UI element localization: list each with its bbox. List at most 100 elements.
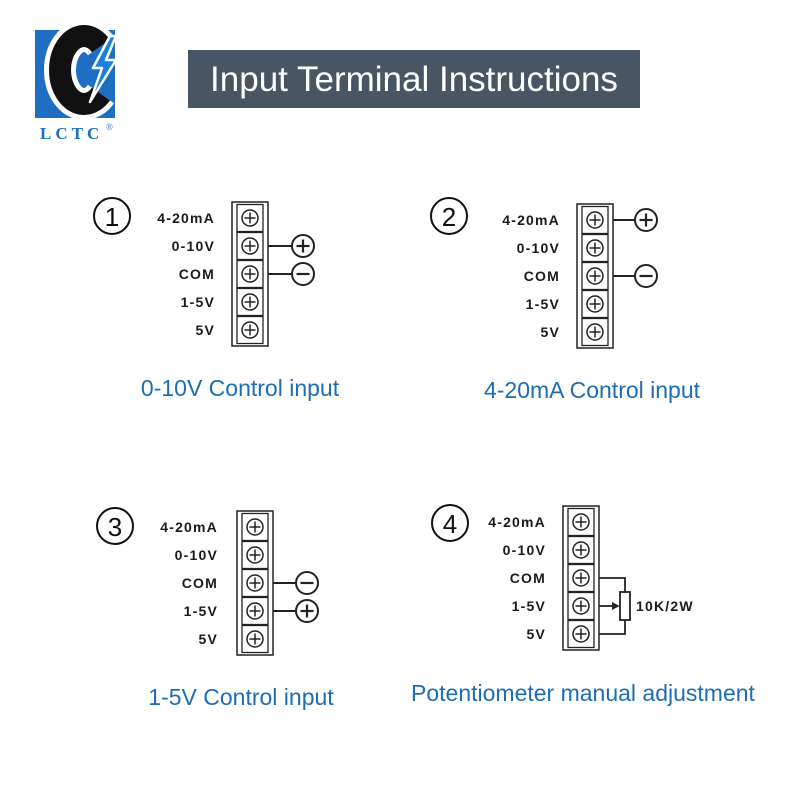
terminal-block	[576, 203, 614, 349]
minus-symbol-icon	[634, 264, 658, 288]
terminal-cell	[581, 205, 609, 235]
terminal-cell	[241, 540, 269, 570]
wiper-arrow-icon	[612, 602, 620, 610]
minus-symbol-icon	[295, 571, 319, 595]
terminal-label: 1-5V	[512, 598, 546, 614]
diagram-number-badge: 4	[431, 504, 469, 542]
minus-symbol-connection	[613, 264, 658, 288]
screw-terminal-icon	[246, 602, 264, 620]
terminal-cell	[241, 624, 269, 654]
screw-terminal-icon	[572, 597, 590, 615]
terminal-label: 4-20mA	[157, 210, 215, 226]
diagram-caption: 1-5V Control input	[148, 684, 334, 710]
logo-letter-c	[49, 25, 110, 115]
screw-terminal-icon	[246, 518, 264, 536]
terminal-label: 0-10V	[517, 240, 560, 256]
diagram-number: 2	[442, 202, 456, 232]
terminal-cell	[236, 287, 264, 317]
plus-symbol-connection	[268, 234, 315, 258]
screw-terminal-icon	[241, 209, 259, 227]
terminal-cell	[567, 535, 595, 565]
terminal-block	[562, 505, 600, 651]
terminal-label: 0-10V	[175, 547, 218, 563]
minus-symbol-connection	[268, 262, 315, 286]
screw-terminal-icon	[572, 513, 590, 531]
diagram-number-badge: 1	[93, 197, 131, 235]
diagram-caption: 0-10V Control input	[141, 375, 340, 401]
screw-terminal-icon	[586, 323, 604, 341]
screw-terminal-icon	[241, 293, 259, 311]
terminal-label: 0-10V	[172, 238, 215, 254]
potentiometer: 10K/2W	[599, 577, 694, 635]
plus-symbol-icon	[634, 208, 658, 232]
terminal-cell	[241, 596, 269, 626]
terminal-label: 4-20mA	[488, 514, 546, 530]
terminal-cell	[581, 289, 609, 319]
terminal-cell	[241, 568, 269, 598]
potentiometer-lead-top	[599, 577, 626, 592]
terminal-label: 0-10V	[503, 542, 546, 558]
minus-symbol-connection	[273, 571, 319, 595]
terminal-cell	[581, 233, 609, 263]
terminal-cell	[236, 315, 264, 345]
screw-terminal-icon	[572, 541, 590, 559]
terminal-label: 5V	[195, 322, 215, 338]
terminal-cell	[236, 203, 264, 233]
diagram-number-badge: 2	[430, 197, 468, 235]
terminal-label: 4-20mA	[160, 519, 218, 535]
screw-terminal-icon	[586, 295, 604, 313]
number-circle	[93, 197, 131, 235]
minus-symbol-icon	[291, 262, 315, 286]
title-banner: Input Terminal Instructions	[188, 50, 640, 108]
terminal-cell	[567, 563, 595, 593]
diagram-number: 1	[105, 202, 119, 232]
screw-terminal-icon	[246, 630, 264, 648]
screw-terminal-icon	[241, 265, 259, 283]
diagram-caption: Potentiometer manual adjustment	[411, 680, 756, 706]
terminal-cell	[241, 512, 269, 542]
terminal-label: 1-5V	[184, 603, 218, 619]
terminal-cell	[581, 317, 609, 347]
screw-terminal-icon	[246, 546, 264, 564]
plus-symbol-connection	[613, 208, 658, 232]
plus-symbol-connection	[273, 599, 319, 623]
number-circle	[96, 507, 134, 545]
terminal-label: COM	[179, 266, 215, 282]
terminal-cell	[567, 507, 595, 537]
potentiometer-lead-bottom	[599, 620, 626, 635]
screw-terminal-icon	[241, 237, 259, 255]
logo-wordmark: LCTC	[40, 124, 103, 143]
lctc-logo: LCTC ®	[35, 20, 118, 143]
plus-symbol-icon	[295, 599, 319, 623]
terminal-block	[231, 201, 269, 347]
terminal-label: COM	[510, 570, 546, 586]
diagram-number: 4	[443, 509, 457, 539]
screw-terminal-icon	[572, 569, 590, 587]
terminal-label: 1-5V	[526, 296, 560, 312]
terminal-diagram-2: 2 4-20mA 0-10V COM 1-5V 5V 4-20mA Control inpu…	[430, 197, 701, 403]
terminal-cell	[236, 231, 264, 261]
potentiometer-rating: 10K/2W	[636, 598, 694, 614]
terminal-label: COM	[182, 575, 218, 591]
terminal-label: COM	[524, 268, 560, 284]
terminal-cell	[236, 259, 264, 289]
plus-symbol-icon	[291, 234, 315, 258]
terminal-label: 5V	[540, 324, 560, 340]
terminal-cell	[581, 261, 609, 291]
terminal-cell	[567, 591, 595, 621]
screw-terminal-icon	[586, 211, 604, 229]
terminal-label: 1-5V	[181, 294, 215, 310]
number-circle	[431, 504, 469, 542]
registered-mark: ®	[106, 122, 113, 132]
page-title: Input Terminal Instructions	[210, 59, 618, 99]
diagram-caption: 4-20mA Control input	[484, 377, 701, 403]
screw-terminal-icon	[572, 625, 590, 643]
terminal-diagram-1: 1 4-20mA 0-10V COM 1-5V 5V 0-10V Control input	[93, 197, 340, 401]
screw-terminal-icon	[586, 267, 604, 285]
diagram-number: 3	[108, 512, 122, 542]
terminal-label: 4-20mA	[502, 212, 560, 228]
screw-terminal-icon	[241, 321, 259, 339]
